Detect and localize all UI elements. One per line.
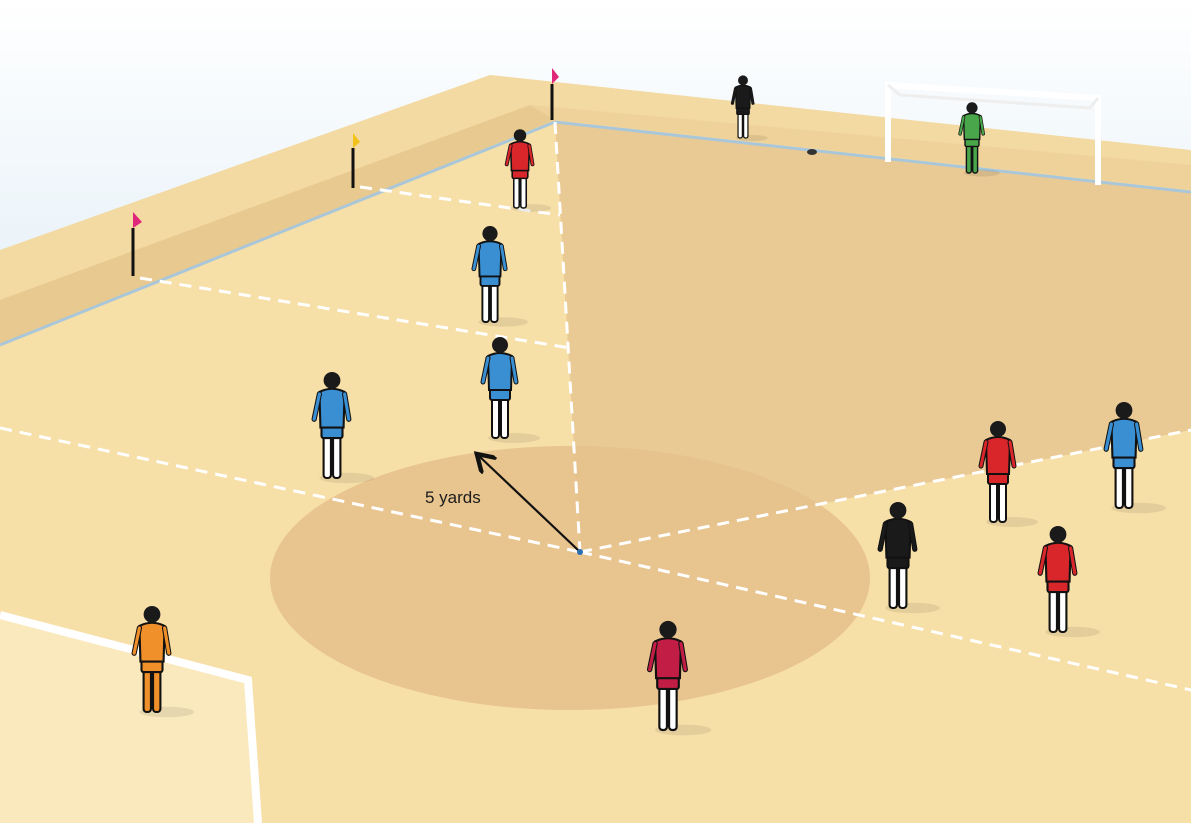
centre-circle (270, 446, 870, 710)
distance-label: 5 yards (425, 488, 481, 507)
ball-icon (807, 149, 817, 155)
